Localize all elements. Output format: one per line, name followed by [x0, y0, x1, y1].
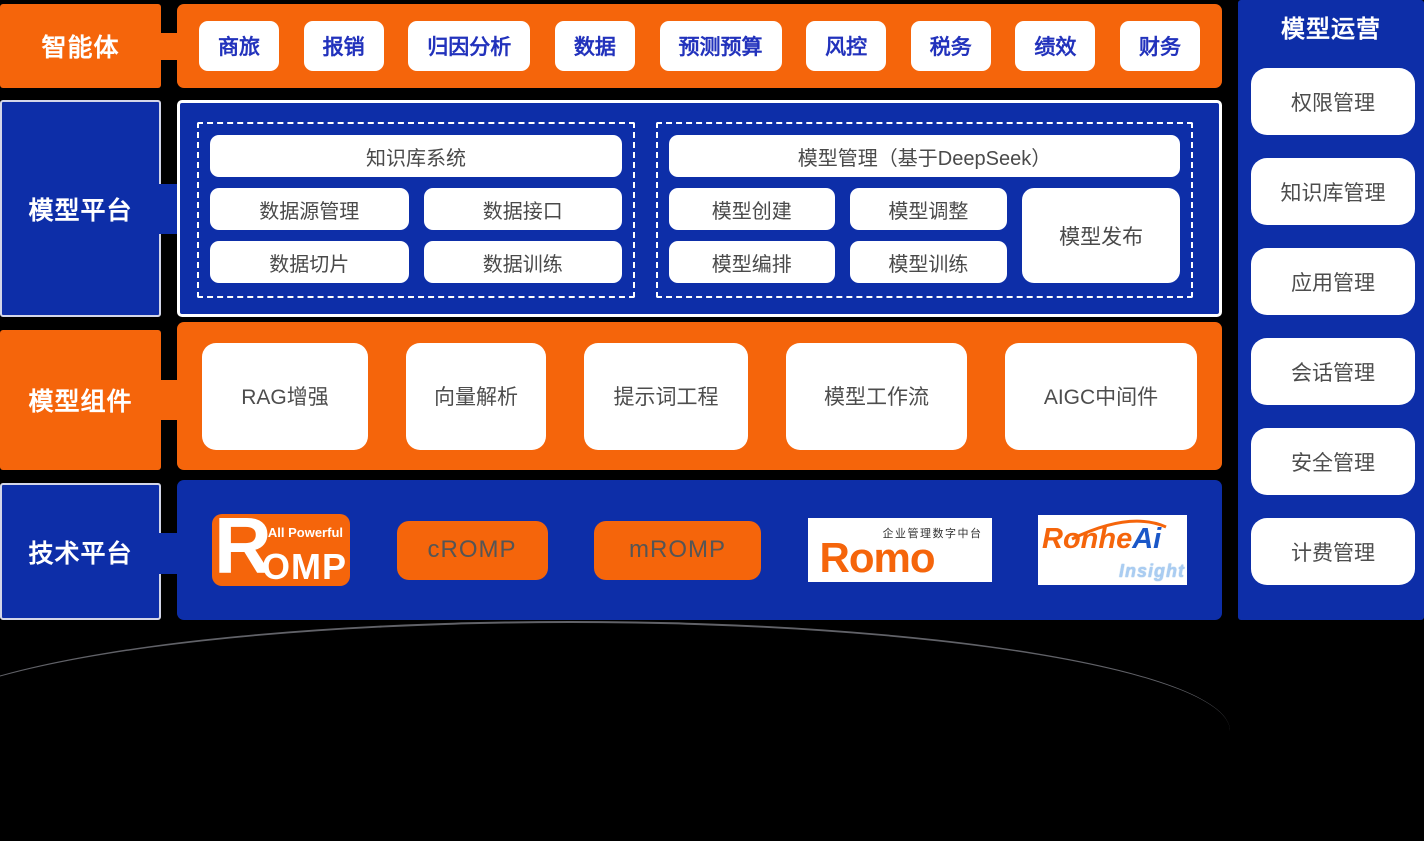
connector-model-platform: [153, 184, 180, 234]
romp-logo-tagline: All Powerful: [267, 525, 343, 540]
ronheai-logo-part1: Ronhe: [1042, 523, 1133, 555]
sidebar-label-tech-platform-text: 技术平台: [28, 539, 133, 568]
sidebar-label-model-platform-text: 模型平台: [28, 196, 133, 225]
connector-model-components: [153, 380, 180, 420]
ronheai-logo: RonheAi Insight: [1038, 515, 1187, 585]
app-button-attribution: 归因分析: [408, 21, 531, 71]
ops-button-security: 安全管理: [1251, 428, 1415, 495]
component-vector: 向量解析: [406, 342, 546, 450]
ops-button-knowledge: 知识库管理: [1251, 158, 1415, 225]
connector-agent: [153, 33, 180, 60]
ops-button-application: 应用管理: [1251, 248, 1415, 315]
ops-button-session: 会话管理: [1251, 338, 1415, 405]
agent-apps-band: 商旅 报销 归因分析 数据 预测预算 风控 税务 绩效 财务: [177, 4, 1222, 88]
app-button-risk: 风控: [806, 21, 887, 71]
sidebar-label-agent: 智能体: [0, 4, 161, 88]
component-workflow: 模型工作流: [786, 342, 967, 450]
sidebar-label-model-components: 模型组件: [0, 330, 161, 470]
cell-data-training: 数据训练: [423, 241, 622, 283]
component-rag: RAG增强: [202, 342, 368, 450]
knowledge-group: 知识库系统 数据源管理 数据接口 数据切片 数据训练: [197, 122, 635, 298]
app-button-travel: 商旅: [199, 21, 279, 71]
cell-datasource-mgmt: 数据源管理: [210, 188, 409, 230]
romp-logo-rest: OMP: [261, 546, 347, 587]
model-mgmt-group: 模型管理（基于DeepSeek） 模型创建 模型调整 模型发布 模型编排 模型训…: [656, 122, 1193, 298]
romp-logo: R All Powerful OMP: [212, 506, 350, 587]
romo-logo: 企业管理数字中台 Romo: [807, 518, 992, 582]
cell-model-tune: 模型调整: [849, 188, 1008, 230]
sidebar-label-tech-platform: 技术平台: [0, 483, 161, 620]
operations-rail: 模型运营 权限管理 知识库管理 应用管理 会话管理 安全管理 计费管理: [1238, 0, 1424, 620]
app-button-data: 数据: [554, 21, 635, 71]
knowledge-header: 知识库系统: [210, 135, 622, 177]
romo-logo-name: Romo: [819, 534, 936, 581]
operations-buttons: 权限管理 知识库管理 应用管理 会话管理 安全管理 计费管理: [1238, 44, 1424, 585]
cell-model-orchestrate: 模型编排: [669, 241, 835, 283]
cell-model-publish: 模型发布: [1022, 188, 1180, 283]
app-button-performance: 绩效: [1015, 21, 1096, 71]
sidebar-label-model-components-text: 模型组件: [28, 388, 133, 416]
operations-title: 模型运营: [1281, 16, 1381, 43]
cell-model-create: 模型创建: [669, 188, 835, 230]
background-arc: [0, 621, 1230, 841]
romp-logo-letter: R: [214, 501, 272, 590]
cell-data-slicing: 数据切片: [210, 241, 409, 283]
connector-tech-platform: [153, 533, 180, 574]
ronheai-logo-part2: Ai: [1132, 523, 1162, 555]
romo-logo-tagline: 企业管理数字中台: [882, 528, 983, 540]
mromp-badge: mROMP: [594, 520, 761, 580]
ops-button-permissions: 权限管理: [1251, 68, 1415, 135]
component-middleware: AIGC中间件: [1005, 342, 1197, 450]
app-button-finance: 财务: [1120, 21, 1200, 71]
cell-data-interface: 数据接口: [423, 188, 622, 230]
ronheai-logo-subtitle: Insight: [1119, 561, 1185, 581]
cell-model-train: 模型训练: [849, 241, 1008, 283]
component-prompt: 提示词工程: [584, 342, 748, 450]
cromp-badge: cROMP: [396, 520, 548, 580]
model-components-band: RAG增强 向量解析 提示词工程 模型工作流 AIGC中间件: [177, 322, 1222, 470]
app-button-expense: 报销: [303, 21, 384, 71]
app-button-forecast: 预测预算: [659, 21, 782, 71]
model-mgmt-header: 模型管理（基于DeepSeek）: [669, 135, 1180, 177]
app-button-tax: 税务: [910, 21, 991, 71]
model-platform-band: 知识库系统 数据源管理 数据接口 数据切片 数据训练 模型管理（基于DeepSe…: [177, 100, 1222, 317]
sidebar-label-model-platform: 模型平台: [0, 100, 161, 317]
ops-button-billing: 计费管理: [1251, 518, 1415, 585]
architecture-diagram: 智能体 模型平台 模型组件 技术平台 商旅 报销 归因分析 数据 预测预算 风控…: [0, 0, 1424, 623]
sidebar-label-agent-text: 智能体: [41, 34, 120, 62]
ronheai-logo-name: RonheAi: [1042, 523, 1161, 556]
tech-platform-band: R All Powerful OMP cROMP mROMP 企业管理数字中台 …: [177, 480, 1222, 620]
